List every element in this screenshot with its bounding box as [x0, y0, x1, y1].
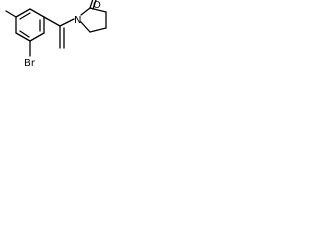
pyrrolidinone-bond-5: [80, 21, 91, 33]
ring-bond-1: [15, 8, 31, 18]
ring-bond-4: [29, 32, 45, 42]
atom-label-bromine: Br: [24, 58, 36, 69]
atom-label-oxygen: O: [93, 0, 101, 11]
ring-double-bond-c: [19, 30, 30, 38]
pyrrolidinone-bond-1: [80, 7, 91, 16]
pyrrolidinone-bond-4: [89, 27, 107, 33]
bond-vinyl-nitrogen: [59, 18, 75, 27]
carbonyl-bond-a: [89, 0, 94, 9]
ring-bond-5: [15, 32, 31, 42]
bond-methyl: [5, 10, 17, 18]
ring-bond-2: [29, 8, 45, 18]
atom-label-nitrogen: N: [74, 15, 81, 26]
ring-double-bond-a: [19, 12, 31, 20]
carbonyl-bond-b: [92, 0, 97, 10]
pyrrolidinone-ring: [80, 7, 107, 33]
molecule-structure: Br N O: [5, 0, 107, 69]
bond-ring-vinyl: [43, 16, 61, 27]
benzene-ring: [15, 8, 45, 42]
